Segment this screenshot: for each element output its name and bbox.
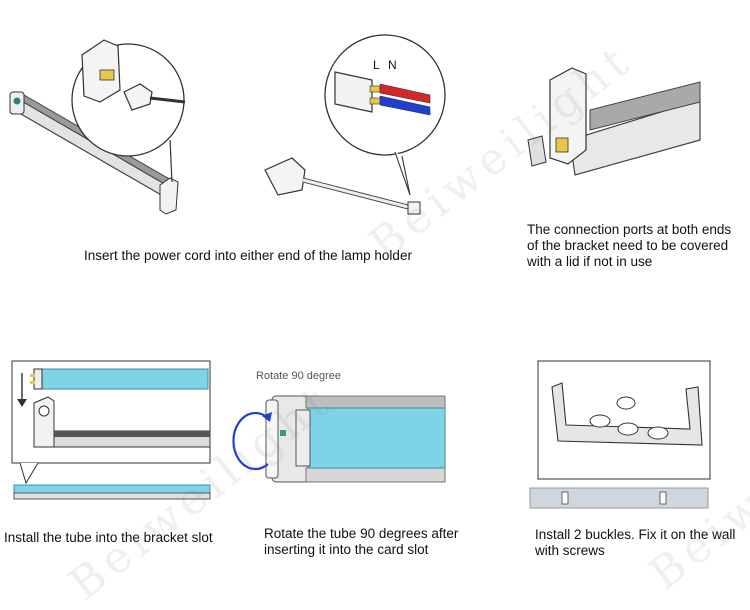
rotate-tube-cap: [295, 409, 311, 467]
down-arrow-head: [17, 399, 27, 407]
buckle-frame: [537, 360, 711, 480]
step-4-illustration: Rotate 90 degree: [232, 360, 446, 510]
end-port: [555, 137, 569, 153]
step-2-caption: The connection ports at both ends of the…: [527, 222, 732, 269]
rotate-svg: [232, 360, 446, 510]
magnifier-pointer-1: [169, 139, 173, 183]
inset-pointer: [19, 462, 39, 485]
step-1-illustration: L N: [0, 0, 520, 240]
cord-end-cap: [407, 201, 421, 215]
step-5-caption: Install 2 buckles. Fix it on the wall wi…: [535, 527, 736, 558]
neutral-label: N: [388, 58, 397, 72]
port-lid: [527, 135, 547, 167]
bracket-cover-svg: [527, 67, 701, 176]
bracket-with-magnifier-svg: [9, 39, 186, 215]
buckle-marker-1: [561, 491, 569, 505]
tube: [39, 368, 209, 390]
screw-hole-1: [589, 414, 611, 428]
right-holder: [159, 177, 179, 215]
wire-live: [379, 83, 431, 104]
rotate-tube: [307, 407, 446, 469]
step-3-caption: Install the tube into the bracket slot: [4, 530, 213, 545]
screw-hole-4: [616, 396, 636, 410]
rotate-pin: [280, 430, 286, 436]
screw-hole-2: [617, 422, 639, 436]
cord-magnifier-svg: [264, 34, 446, 215]
rotate-arrow-icon: [232, 411, 269, 471]
tube-install-svg: [11, 360, 211, 500]
rotate-bracket-bottom: [305, 467, 446, 483]
magnifier-pointer-2: [394, 151, 411, 196]
step-2-illustration: [520, 40, 740, 180]
cord-plug: [264, 157, 306, 196]
holder-socket: [99, 69, 115, 81]
holder-left: [33, 396, 55, 448]
bracket-top-edge: [54, 431, 210, 437]
wire-neutral: [379, 95, 431, 116]
screw-hole-3: [647, 426, 669, 440]
tube-end-cap: [33, 368, 43, 390]
pin-live: [369, 85, 381, 93]
step-3-illustration: [0, 355, 215, 505]
pin-neutral: [369, 97, 381, 105]
buckle-marker-2: [659, 491, 667, 505]
full-bracket: [13, 492, 211, 500]
buckle-svg: [529, 360, 711, 509]
step-4-caption: Rotate the tube 90 degrees after inserti…: [264, 526, 459, 557]
live-label: L: [373, 58, 380, 72]
mounted-lamp: [529, 487, 709, 509]
bracket-end-channel: [589, 81, 701, 131]
connector-body: [334, 71, 373, 113]
holder-slot: [38, 405, 50, 417]
rotate-label: Rotate 90 degree: [256, 370, 342, 382]
left-holder-port: [13, 97, 21, 105]
magnifier-circle-2: [324, 34, 446, 156]
cord-wire-closeup: [149, 96, 186, 104]
step-1-caption: Insert the power cord into either end of…: [84, 248, 412, 263]
step-5-illustration: [529, 355, 745, 515]
